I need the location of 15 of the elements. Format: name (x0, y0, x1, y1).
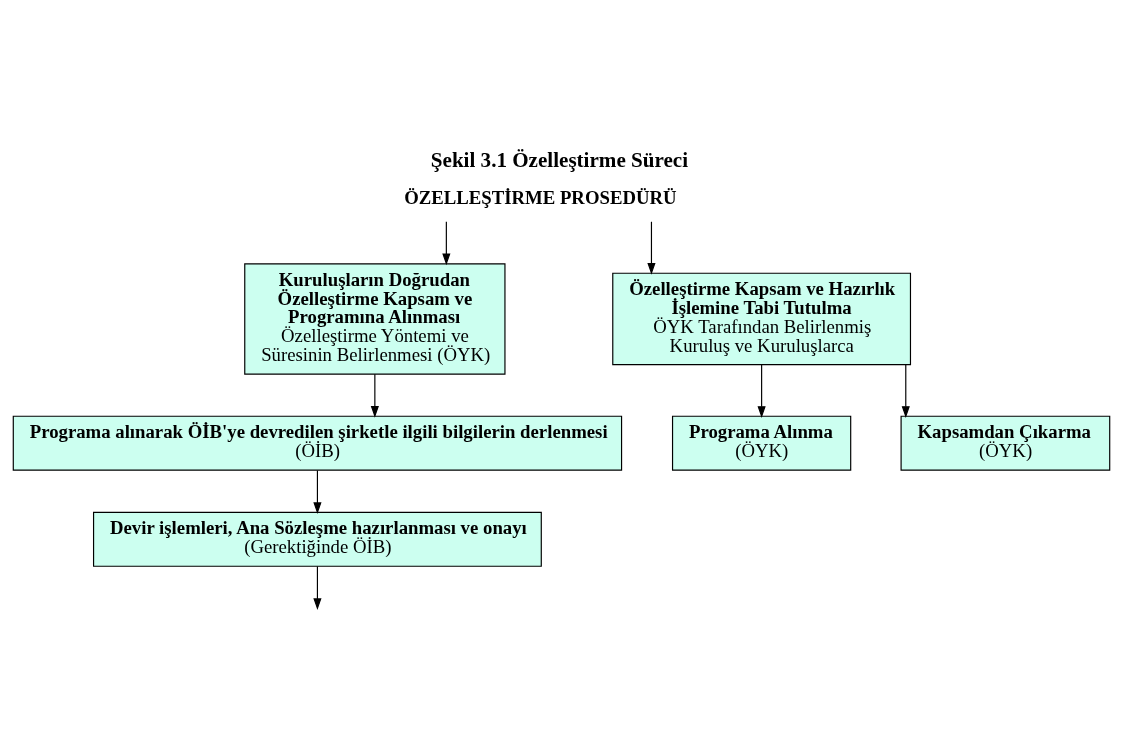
arrow (757, 364, 766, 418)
node-box: Kuruluşların Doğrudan Özelleştirme Kapsam ve Programına Alınması Özelleştirme Yöntemi ve Süresinin Belirlenmesi (ÖYK) (244, 263, 506, 375)
node-box: Kapsamdan Çıkarma (ÖYK) (900, 415, 1111, 471)
diagram-title: Şekil 3.1 Özelleştirme Süreci (430, 148, 689, 173)
node-box: Özelleştirme Kapsam ve Hazırlık İşlemine Tabi Tutulma ÖYK Tarafından Belirlenmiş Kuruluş ve Kuruluşlarca (612, 272, 912, 366)
node-text: ÖZELLEŞTİRME PROSEDÜRÜ (404, 186, 677, 208)
arrow (370, 373, 379, 418)
node-box: Programa alınarak ÖİB'ye devredilen şirketle ilgili bilgilerin derlenmesi (ÖİB) (12, 415, 623, 471)
node-box: Programa Alınma (ÖYK) (671, 415, 852, 471)
arrow (442, 221, 451, 266)
node-box: Devir işlemleri, Ana Sözleşme hazırlanması ve onayı (Gerektiğinde ÖİB) (93, 511, 542, 567)
arrow (313, 469, 322, 515)
arrow (901, 364, 910, 418)
arrow (313, 565, 322, 611)
arrow (647, 221, 656, 275)
